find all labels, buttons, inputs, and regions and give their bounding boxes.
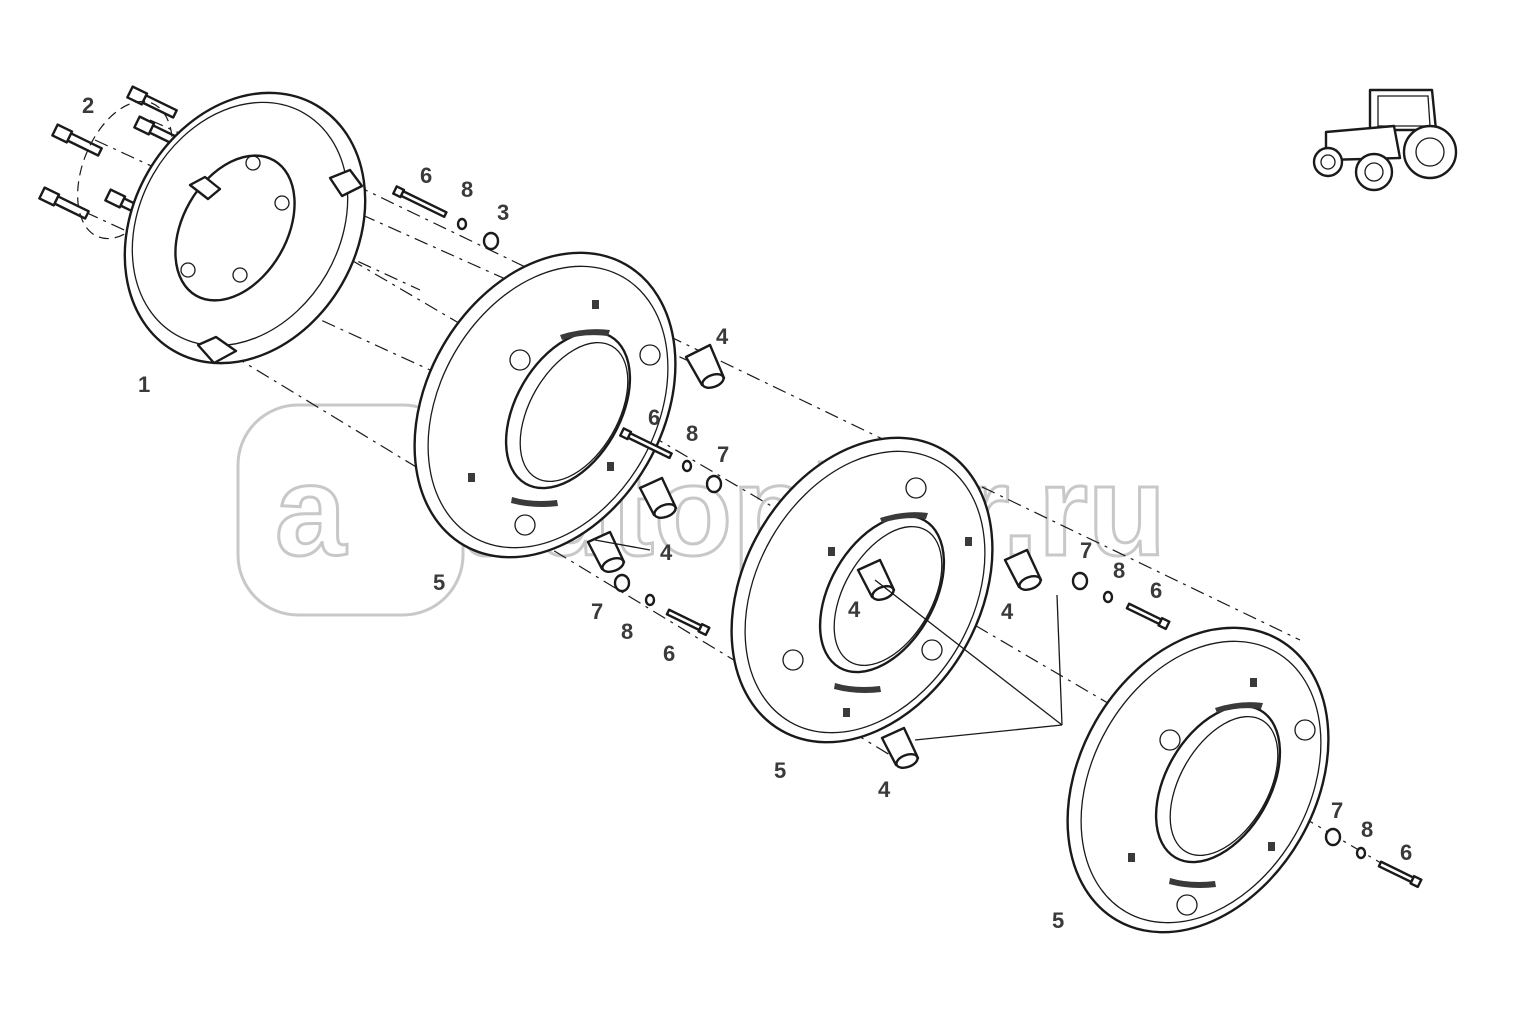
callout-7: 7 <box>717 442 729 467</box>
wheel-weight-part-5-first <box>413 251 677 559</box>
callout-labels: 2 1 6 8 3 4 6 8 7 4 5 7 8 6 4 4 7 8 6 5 … <box>82 93 1412 933</box>
callout-8: 8 <box>1361 817 1373 842</box>
callout-8: 8 <box>1113 558 1125 583</box>
callout-8: 8 <box>461 177 473 202</box>
callout-7: 7 <box>591 599 603 624</box>
callout-4: 4 <box>1001 599 1014 624</box>
callout-5: 5 <box>433 570 445 595</box>
callout-4: 4 <box>848 597 861 622</box>
callout-6: 6 <box>648 405 660 430</box>
wheel-weight-part-5-third <box>1066 626 1330 934</box>
callout-6: 6 <box>1150 578 1162 603</box>
watermark-a: a <box>275 440 347 583</box>
callout-5: 5 <box>774 758 786 783</box>
callout-8: 8 <box>621 619 633 644</box>
tractor-icon <box>1312 88 1458 192</box>
callout-4: 4 <box>660 540 673 565</box>
callout-6: 6 <box>420 163 432 188</box>
callout-3: 3 <box>497 200 509 225</box>
callout-7: 7 <box>1331 798 1343 823</box>
callout-6: 6 <box>1400 840 1412 865</box>
callout-1: 1 <box>138 372 150 397</box>
callout-4: 4 <box>878 777 891 802</box>
callout-4: 4 <box>716 324 729 349</box>
callout-7: 7 <box>1080 538 1092 563</box>
callout-5: 5 <box>1052 908 1064 933</box>
callout-2: 2 <box>82 93 94 118</box>
fastener-sets <box>392 185 1423 889</box>
leader-lines <box>594 539 1063 741</box>
adapter-flange-part-1 <box>123 91 367 365</box>
callout-6: 6 <box>663 641 675 666</box>
callout-8: 8 <box>686 421 698 446</box>
